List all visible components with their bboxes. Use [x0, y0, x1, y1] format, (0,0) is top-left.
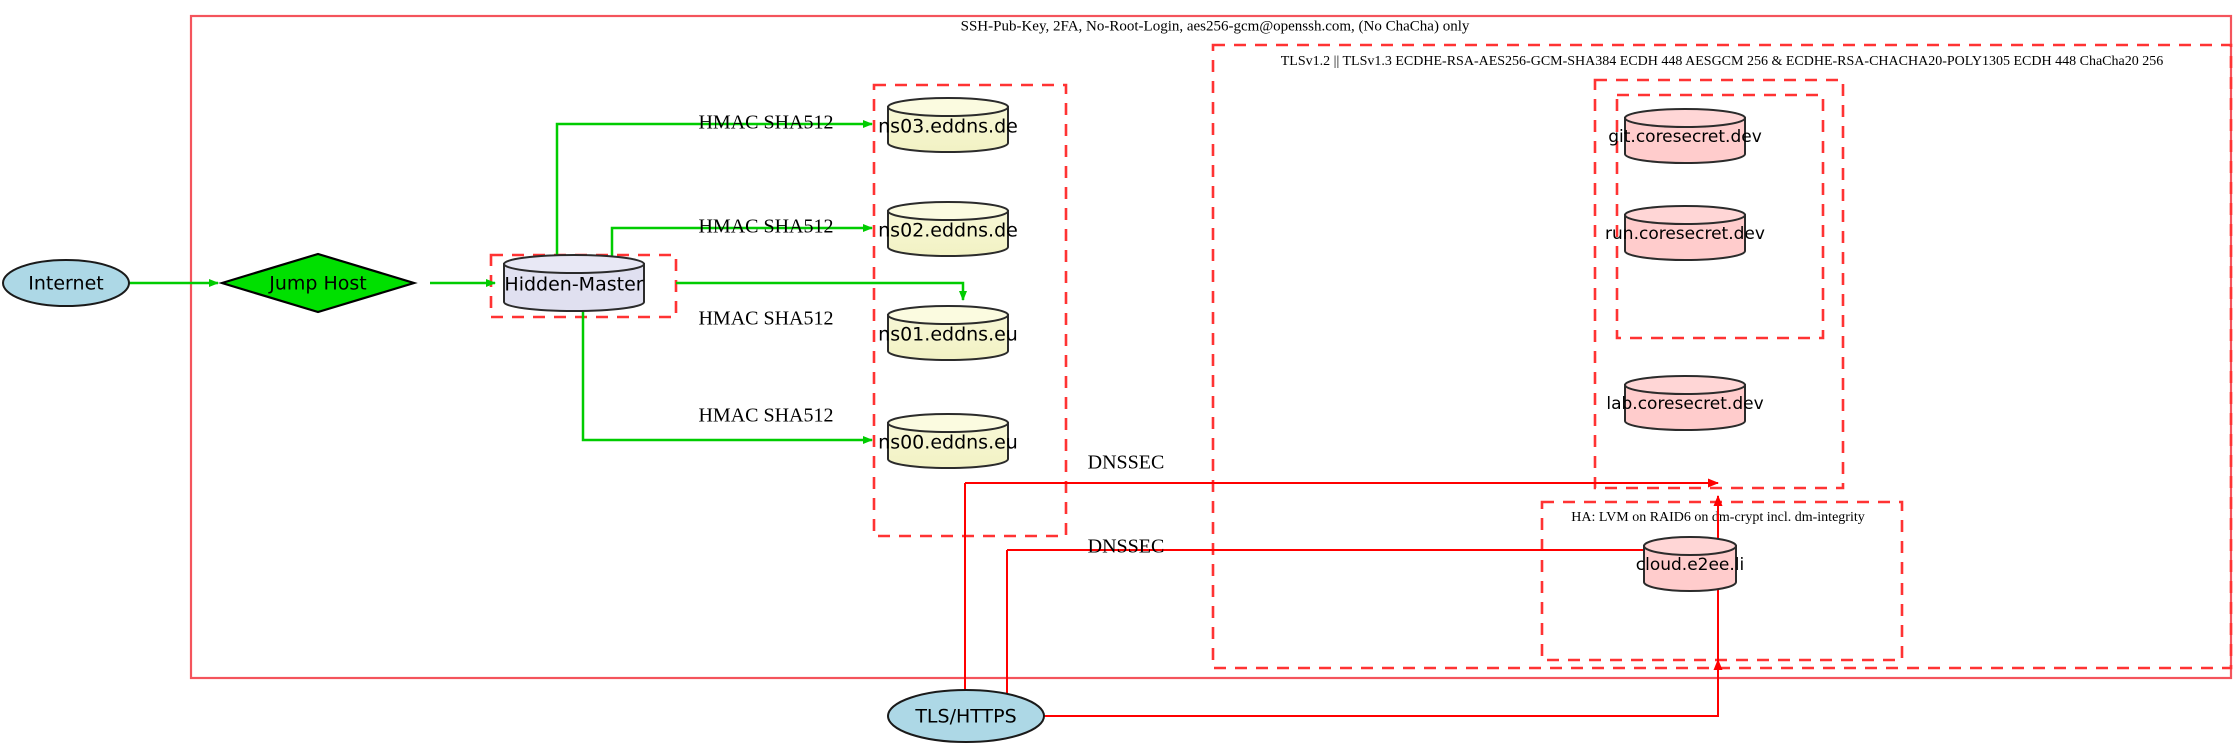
dns-cluster-box — [872, 83, 1068, 538]
edge-hiddenmaster-to-ns03 — [555, 120, 873, 265]
ssh-scope-container — [189, 14, 2233, 680]
edge-label-hmac-ns03: HMAC SHA512 — [698, 112, 833, 134]
hidden-master-label: Hidden-Master — [504, 274, 643, 296]
edge-hiddenmaster-to-ns01 — [676, 281, 967, 301]
edge-label-dnssec-2: DNSSEC — [1088, 536, 1165, 558]
node-ns00[interactable]: ns00.eddns.eu — [878, 413, 1018, 469]
ns03-label: ns03.eddns.de — [878, 116, 1018, 138]
node-git-coresecret[interactable]: git.coresecret.dev — [1608, 108, 1762, 164]
jump-host-label: Jump Host — [268, 273, 367, 295]
node-ns03[interactable]: ns03.eddns.de — [878, 97, 1018, 153]
git-run-cluster-box — [1615, 93, 1825, 340]
node-internet[interactable]: Internet — [2, 259, 130, 307]
node-tls-https[interactable]: TLS/HTTPS — [887, 689, 1045, 743]
tls-cluster-label: TLSv1.2 || TLSv1.3 ECDHE-RSA-AES256-GCM-… — [1281, 54, 2163, 69]
edge-label-hmac-ns02: HMAC SHA512 — [698, 216, 833, 238]
node-hidden-master[interactable]: Hidden-Master — [503, 254, 645, 312]
node-run-coresecret[interactable]: run.coresecret.dev — [1605, 205, 1765, 261]
edge-hiddenmaster-to-ns00 — [581, 310, 873, 444]
edge-hiddenmaster-to-ns02 — [610, 224, 873, 265]
tls-https-label: TLS/HTTPS — [914, 706, 1016, 728]
ssh-scope-label: SSH-Pub-Key, 2FA, No-Root-Login, aes256-… — [961, 18, 1470, 34]
edge-label-hmac-ns00: HMAC SHA512 — [698, 405, 833, 427]
node-ns02[interactable]: ns02.eddns.de — [878, 201, 1018, 257]
internet-label: Internet — [28, 273, 103, 295]
jump-host-diamond — [218, 252, 418, 314]
edge-label-hmac-ns01: HMAC SHA512 — [698, 308, 833, 330]
coresecret-cluster-box — [1593, 78, 1845, 490]
ns00-label: ns00.eddns.eu — [878, 432, 1018, 454]
node-cloud-e2ee[interactable]: cloud.e2ee.li — [1636, 536, 1744, 592]
ns01-label: ns01.eddns.eu — [878, 324, 1018, 346]
tls-https-ellipse — [887, 689, 1045, 743]
node-ns01[interactable]: ns01.eddns.eu — [878, 305, 1018, 361]
node-jump-host[interactable]: Jump Host — [218, 252, 418, 314]
run-coresecret-label: run.coresecret.dev — [1605, 224, 1765, 244]
lab-coresecret-label: lab.coresecret.dev — [1606, 394, 1763, 414]
edge-label-dnssec-1: DNSSEC — [1088, 452, 1165, 474]
internet-ellipse — [2, 259, 130, 307]
node-lab-coresecret[interactable]: lab.coresecret.dev — [1606, 375, 1764, 431]
cloud-e2ee-label: cloud.e2ee.li — [1636, 555, 1744, 575]
git-coresecret-label: git.coresecret.dev — [1608, 127, 1762, 147]
ns02-label: ns02.eddns.de — [878, 220, 1018, 242]
